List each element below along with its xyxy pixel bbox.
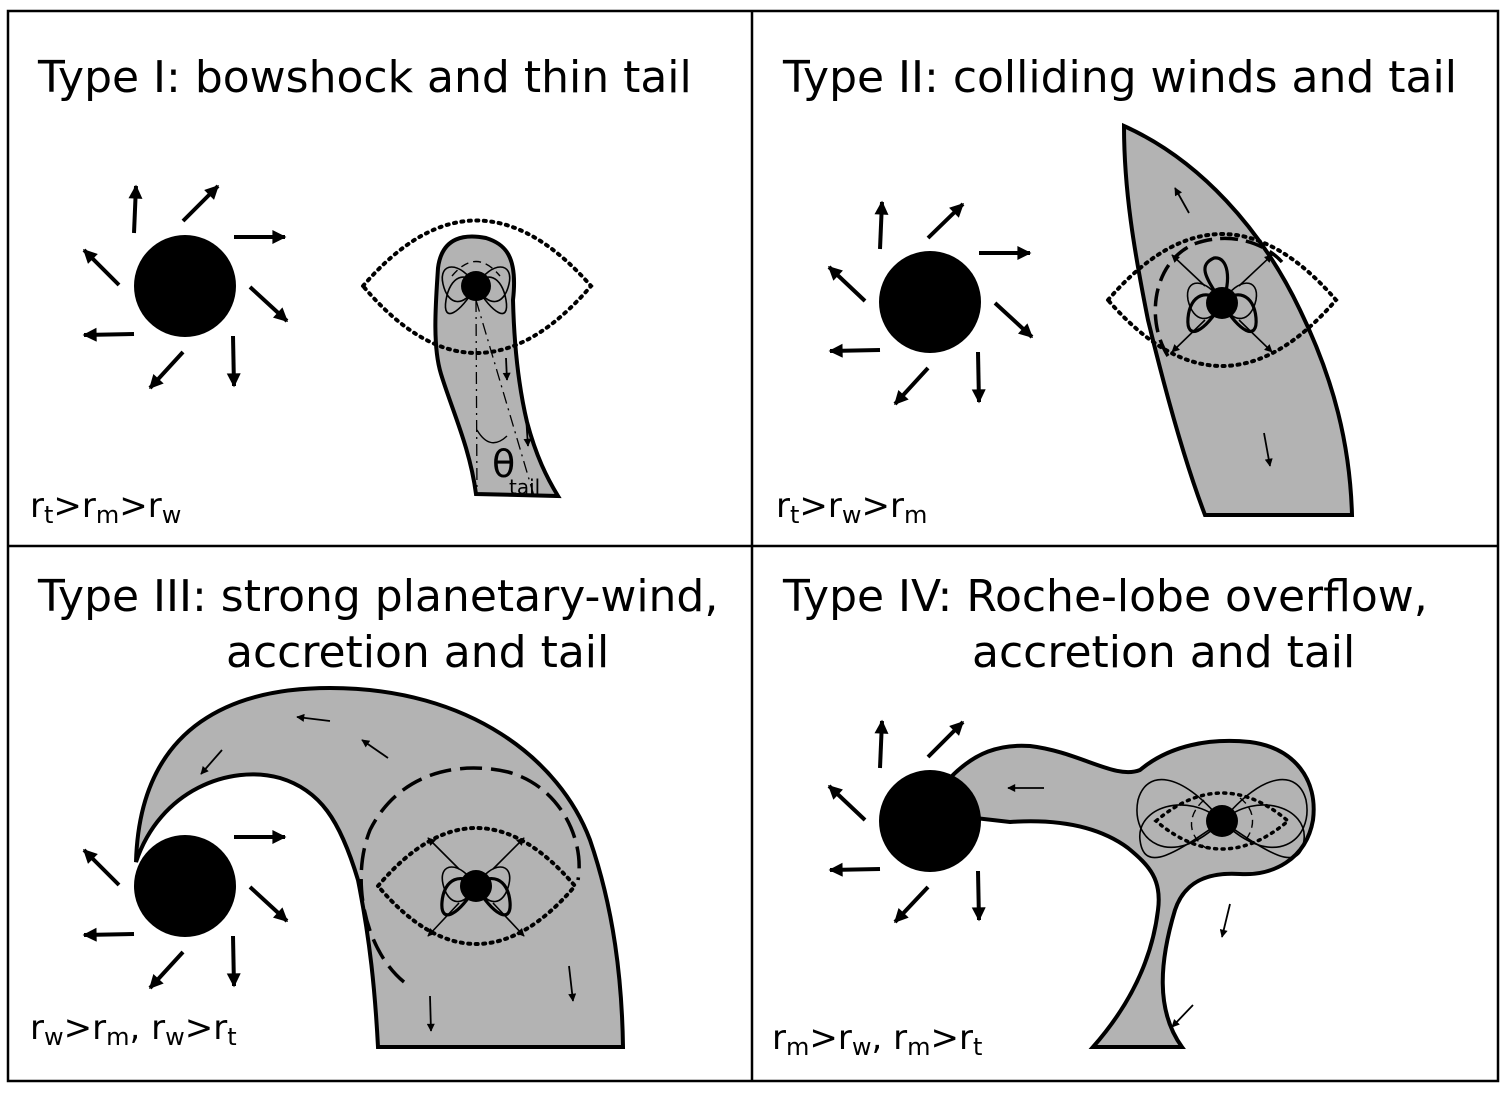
panel-4-condition: rm>rw, rm>rt xyxy=(772,1018,982,1061)
star-body xyxy=(879,770,981,872)
panel-1-condition: rt>rm>rw xyxy=(30,486,181,529)
tail-flow-arrows xyxy=(1007,784,1231,1028)
stellar-wind-arrows xyxy=(82,184,289,390)
panel-2-title: Type II: colliding winds and tail xyxy=(782,52,1457,103)
star-body xyxy=(134,835,236,937)
panel-2-condition: rt>rw>rm xyxy=(776,486,927,529)
star-body xyxy=(879,251,981,353)
panel-3-condition: rw>rm, rw>rt xyxy=(30,1008,237,1051)
inner-dashed-arc xyxy=(451,260,501,277)
swept-tail xyxy=(1121,122,1355,517)
planet-3 xyxy=(375,826,578,946)
theta-tail-symbol: θ xyxy=(492,442,515,486)
panel-type-4: Type IV: Roche-lobe overflow, accretion … xyxy=(772,571,1428,1061)
planet-body xyxy=(460,870,492,902)
magnetic-field-lines xyxy=(441,866,511,903)
star-2 xyxy=(827,200,1034,406)
panel-type-2: Type II: colliding winds and tail xyxy=(776,52,1457,529)
tail-angle-arc xyxy=(476,429,508,444)
magnetosphere-boundary xyxy=(359,766,581,984)
planet-body xyxy=(1206,805,1238,837)
stellar-wind-arrows xyxy=(827,719,986,924)
wind-bubble-boundary xyxy=(375,826,578,946)
planet-1: θ tail xyxy=(360,218,594,499)
panel-type-1: Type I: bowshock and thin tail xyxy=(30,52,692,529)
planet-body xyxy=(461,271,491,301)
star-1 xyxy=(82,184,289,390)
planet-body xyxy=(1206,287,1238,319)
tail-flow-arrows xyxy=(502,357,532,447)
star-4 xyxy=(827,719,986,924)
magnetic-field-lines xyxy=(1186,282,1258,320)
roche-lobes xyxy=(1136,778,1308,859)
panel-grid xyxy=(6,9,1500,1083)
planetary-wind-arrows xyxy=(1171,254,1273,353)
panel-3-title-line2: accretion and tail xyxy=(226,627,609,678)
roche-lobe-boundary xyxy=(1153,791,1291,851)
inner-dashed-arcs xyxy=(1190,797,1254,849)
roche-overflow-stream xyxy=(947,738,1316,1049)
curved-tail xyxy=(134,685,626,1049)
stellar-wind-arrows xyxy=(82,830,289,990)
star-3 xyxy=(82,830,289,990)
stellar-wind-arrows xyxy=(827,200,1034,406)
accretion-stream-3 xyxy=(134,685,626,1049)
bowshock-boundary xyxy=(360,218,594,355)
star-body xyxy=(134,235,236,337)
planetary-wind-arrows xyxy=(427,837,525,937)
tail-flow-arrows xyxy=(200,713,577,1032)
bowshock-boundary xyxy=(1105,232,1339,368)
panel-type-3: Type III: strong planetary-wind, accreti… xyxy=(30,571,718,1051)
panel-4-title: Type IV: Roche-lobe overflow, xyxy=(782,571,1428,622)
tail-flow-arrows xyxy=(1174,187,1273,467)
collision-front xyxy=(1153,236,1284,357)
panel-3-title: Type III: strong planetary-wind, xyxy=(37,571,718,622)
theta-tail-subscript: tail xyxy=(509,475,540,499)
panel-1-title: Type I: bowshock and thin tail xyxy=(37,52,692,103)
tail-angle-lines xyxy=(475,299,535,497)
panel-4-title-line2: accretion and tail xyxy=(972,627,1355,678)
planet-2 xyxy=(1105,122,1355,517)
